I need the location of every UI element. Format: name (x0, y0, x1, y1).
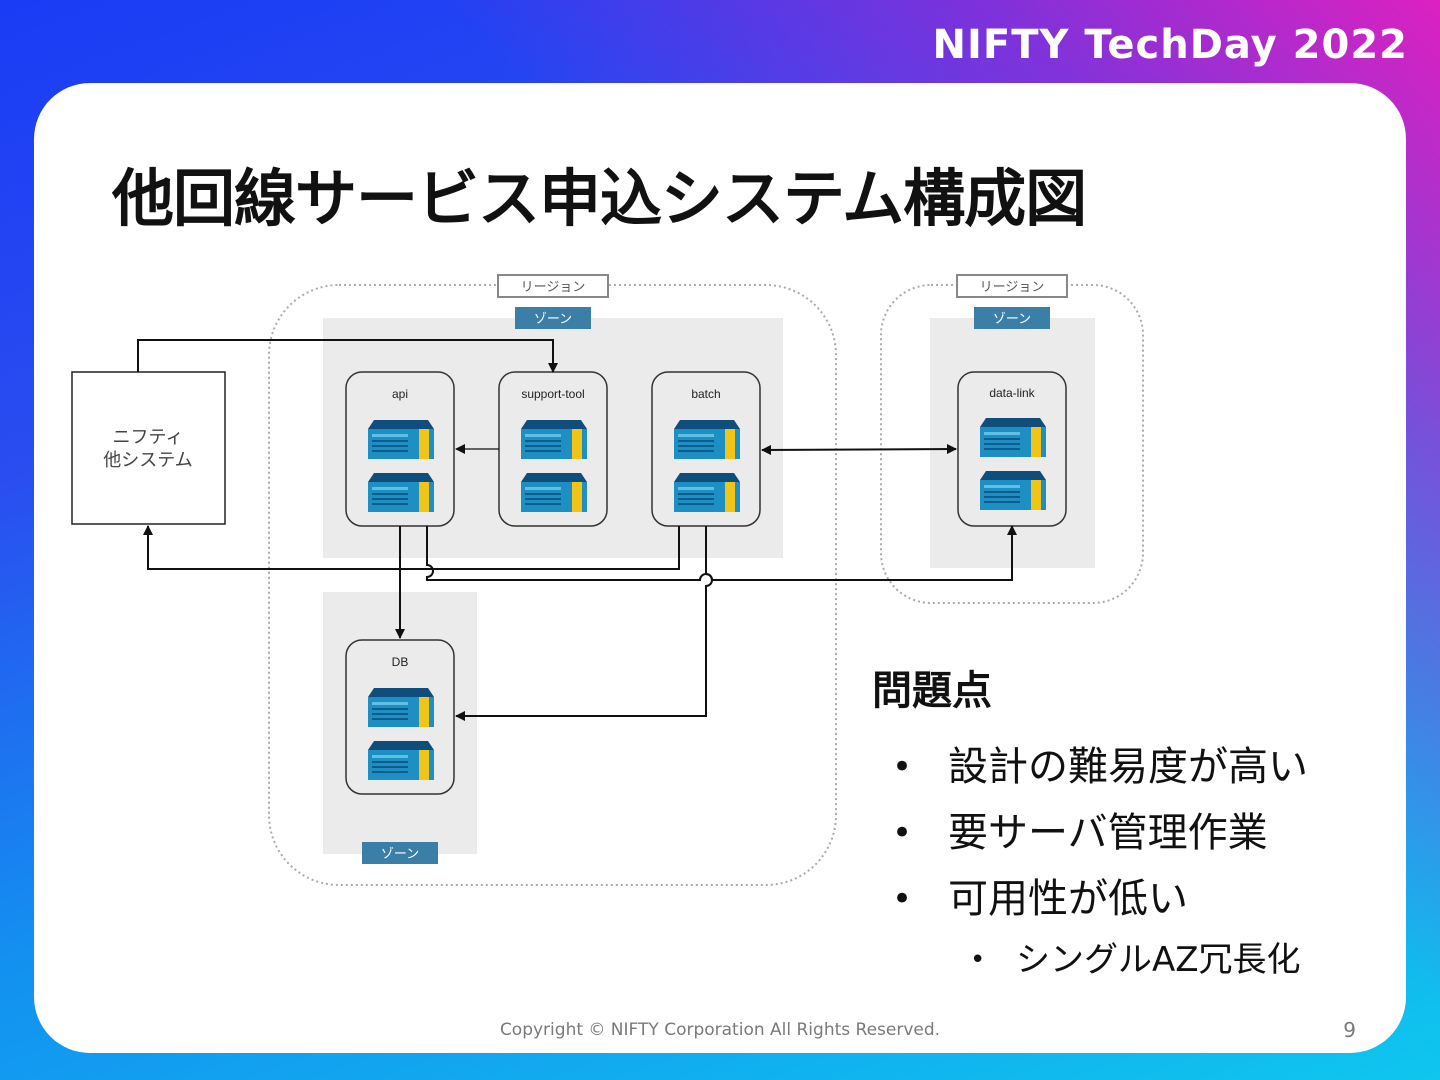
issue-text: 要サーバ管理作業 (948, 810, 1268, 856)
region-2-label: リージョン (980, 280, 1045, 295)
connector-external-to-support-tool (137, 339, 558, 373)
node-db: DB (345, 639, 455, 795)
region-2-label-box (956, 274, 1068, 298)
node-batch-label: batch (691, 387, 720, 401)
copyright-footer: Copyright © NIFTY Corporation All Rights… (499, 1020, 941, 1040)
zone-1-label: ゾーン (534, 312, 572, 327)
issue-sub-item: • シングルAZ冗長化 (872, 932, 1308, 988)
connector-batch-to-db (455, 526, 713, 721)
zone-2-label-box (362, 842, 438, 864)
external-system-label-line2: 他システム (103, 450, 192, 471)
server-icon (368, 420, 434, 459)
brand-logo: NIFTY TechDay 2022 (932, 22, 1408, 68)
node-support-tool: support-tool (498, 371, 608, 527)
server-icon (674, 473, 740, 512)
node-db-label: DB (392, 655, 409, 669)
bullet-dot: • (970, 945, 986, 975)
issue-text: 可用性が低い (948, 876, 1188, 922)
issue-item: • 設計の難易度が高い (872, 734, 1308, 800)
issue-text: 設計の難易度が高い (948, 744, 1308, 790)
server-icon (521, 473, 587, 512)
node-api-label: api (392, 387, 408, 401)
bullet-dot: • (892, 879, 913, 919)
connector-batch-to-external (143, 525, 680, 570)
server-icon (368, 741, 434, 780)
issue-item: • 可用性が低い (872, 866, 1308, 932)
server-icon (980, 471, 1046, 510)
issues-heading: 問題点 (872, 668, 992, 714)
external-system-box (71, 371, 226, 525)
server-icon (674, 420, 740, 459)
bullet-dot: • (892, 747, 913, 787)
external-system-label-line1: ニフティ (113, 427, 184, 448)
issue-sub-text: シングルAZ冗長化 (1016, 940, 1301, 980)
server-icon (980, 418, 1046, 457)
server-icon (368, 688, 434, 727)
server-icon (368, 473, 434, 512)
node-batch: batch (651, 371, 761, 527)
connector-batch-data-link (761, 444, 957, 455)
slide-title: 他回線サービス申込システム構成図 (112, 162, 1087, 235)
node-data-link: data-link (957, 371, 1067, 527)
issue-item: • 要サーバ管理作業 (872, 800, 1308, 866)
region-1-label: リージョン (521, 280, 586, 295)
server-icon (521, 420, 587, 459)
zone-2-label: ゾーン (381, 847, 419, 862)
bullet-dot: • (892, 813, 913, 853)
zone-3-label-box (974, 307, 1050, 329)
zone-1-label-box (515, 307, 591, 329)
node-support-tool-label: support-tool (521, 387, 584, 401)
region-1-boundary (268, 284, 837, 886)
issues-panel: 問題点 • 設計の難易度が高い • 要サーバ管理作業 • 可用性が低い • シン… (872, 658, 1308, 988)
node-data-link-label: data-link (989, 386, 1035, 400)
zone-3-label: ゾーン (993, 312, 1031, 327)
region-1-label-box (497, 274, 609, 298)
page-number: 9 (1343, 1018, 1356, 1042)
node-api: api (345, 371, 455, 527)
